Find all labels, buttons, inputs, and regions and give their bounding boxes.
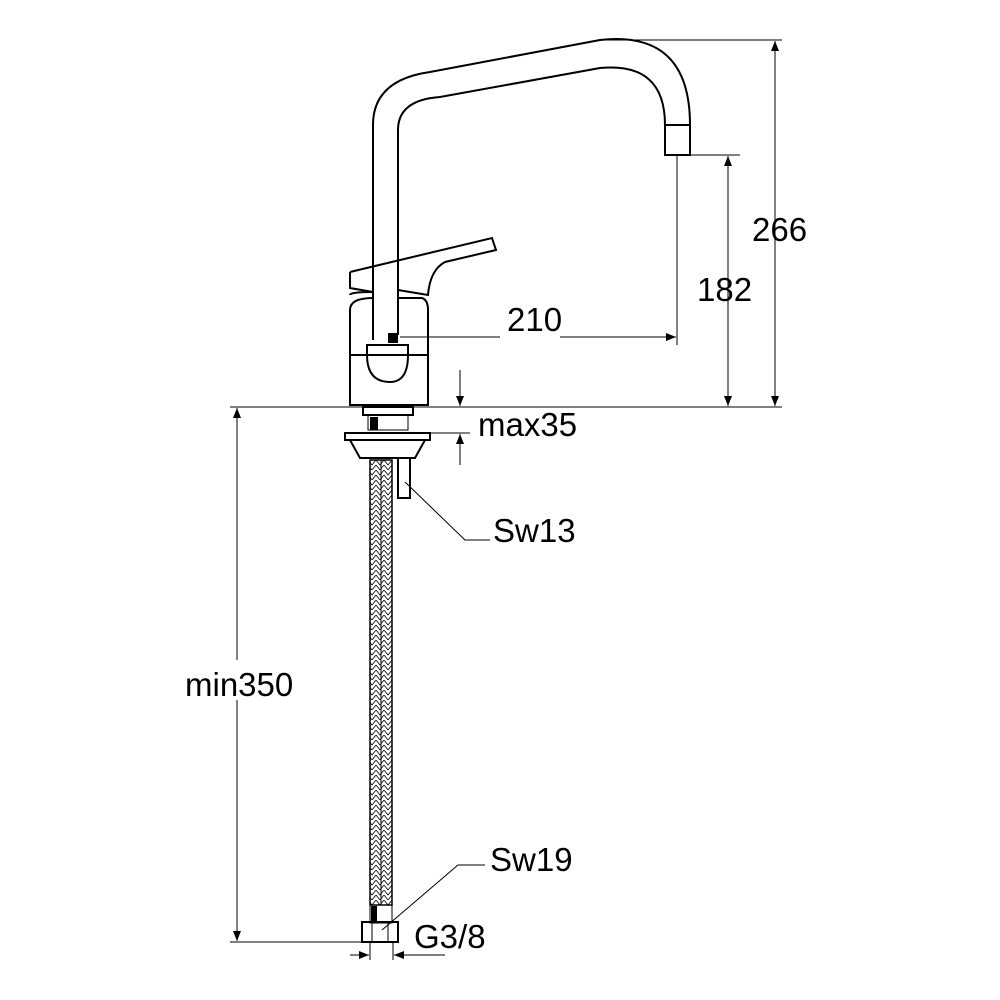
lever-handle (349, 236, 498, 297)
dimension-spout-reach: 210 (507, 301, 563, 338)
dimension-total-height: 266 (752, 211, 808, 248)
dimension-min-hose-length: min350 (185, 666, 294, 703)
label-thread-size: G3/8 (414, 918, 486, 955)
label-sw19: Sw19 (490, 841, 573, 878)
label-sw13: Sw13 (493, 512, 576, 549)
dimension-max-thickness: max35 (478, 406, 578, 443)
faucet-body (344, 291, 431, 459)
dimension-lines (230, 39, 782, 960)
dimension-spout-height: 182 (697, 271, 753, 308)
spout (372, 38, 691, 340)
hose (361, 457, 411, 943)
